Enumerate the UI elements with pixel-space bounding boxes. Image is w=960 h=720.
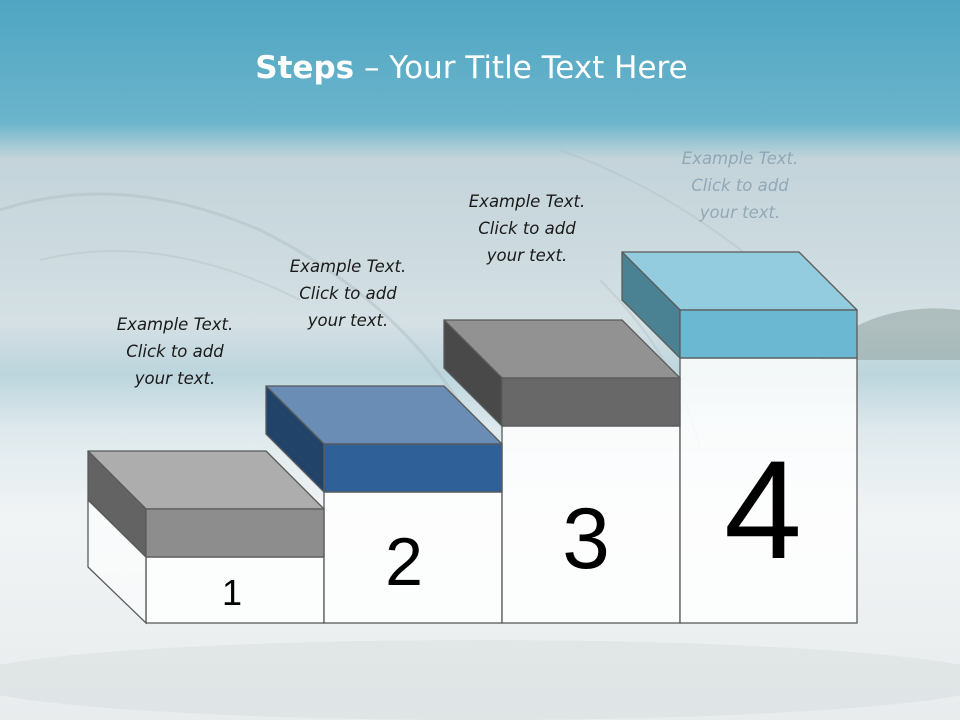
step-2-block-front [323,443,503,493]
step-3-block[interactable] [443,319,681,427]
step-4-block[interactable] [621,251,858,359]
step-1[interactable] [145,556,325,624]
step-2-caption[interactable]: Example Text. Click to add your text. [289,257,407,330]
step-3-column [501,425,681,624]
step-2-number: 2 [385,524,423,600]
step-2-column [323,491,503,624]
title-bold: Steps [255,50,355,86]
step-4[interactable] [679,357,858,624]
step-3-number: 3 [562,491,610,587]
step-4-number: 4 [724,431,802,588]
step-1-column [145,556,325,624]
step-4-caption[interactable]: Example Text. Click to add your text. [681,149,799,222]
step-3-caption[interactable]: Example Text. Click to add your text. [468,192,586,265]
step-3-block-front [501,377,681,427]
step-2[interactable] [323,491,503,624]
step-3[interactable] [501,425,681,624]
step-2-block[interactable] [265,385,503,493]
slide-title[interactable]: Steps – Your Title Text Here [0,50,943,86]
step-4-column [679,357,858,624]
step-1-block-front [145,508,325,558]
step-1-block[interactable] [87,450,325,558]
step-4-block-front [679,309,858,359]
title-rest: – Your Title Text Here [354,50,688,86]
step-1-caption[interactable]: Example Text. Click to add your text. [116,315,234,388]
step-1-number: 1 [222,572,242,613]
